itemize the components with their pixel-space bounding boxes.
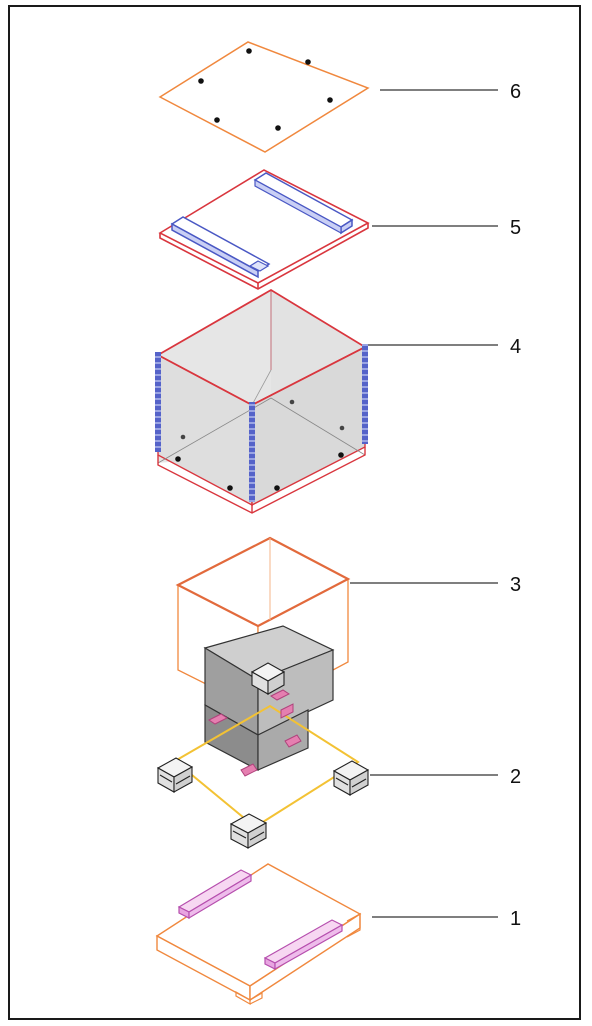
corner-block-front <box>229 813 268 849</box>
callout-number-5: 5 <box>510 217 521 239</box>
corner-block-right <box>332 760 370 796</box>
figure-frame <box>8 5 581 1020</box>
part-4-wall-sleeve <box>155 288 368 514</box>
callout-number-6: 6 <box>510 81 521 103</box>
part-6-lid <box>158 41 370 153</box>
part-1-base-pallet <box>155 863 362 1006</box>
part-2-product-and-corners <box>156 625 370 849</box>
corner-block-left <box>156 757 194 793</box>
callout-4: 4 <box>368 336 521 358</box>
callout-number-2: 2 <box>510 766 521 788</box>
callout-1: 1 <box>372 908 521 930</box>
callout-number-4: 4 <box>510 336 521 358</box>
corner-block-back <box>250 662 286 695</box>
part-5-cover-panel <box>158 169 370 290</box>
callout-6: 6 <box>380 81 521 103</box>
callout-5: 5 <box>372 217 521 239</box>
callout-number-1: 1 <box>510 908 521 930</box>
callout-number-3: 3 <box>510 574 521 596</box>
callout-2: 2 <box>370 766 521 788</box>
callout-3: 3 <box>350 574 521 596</box>
